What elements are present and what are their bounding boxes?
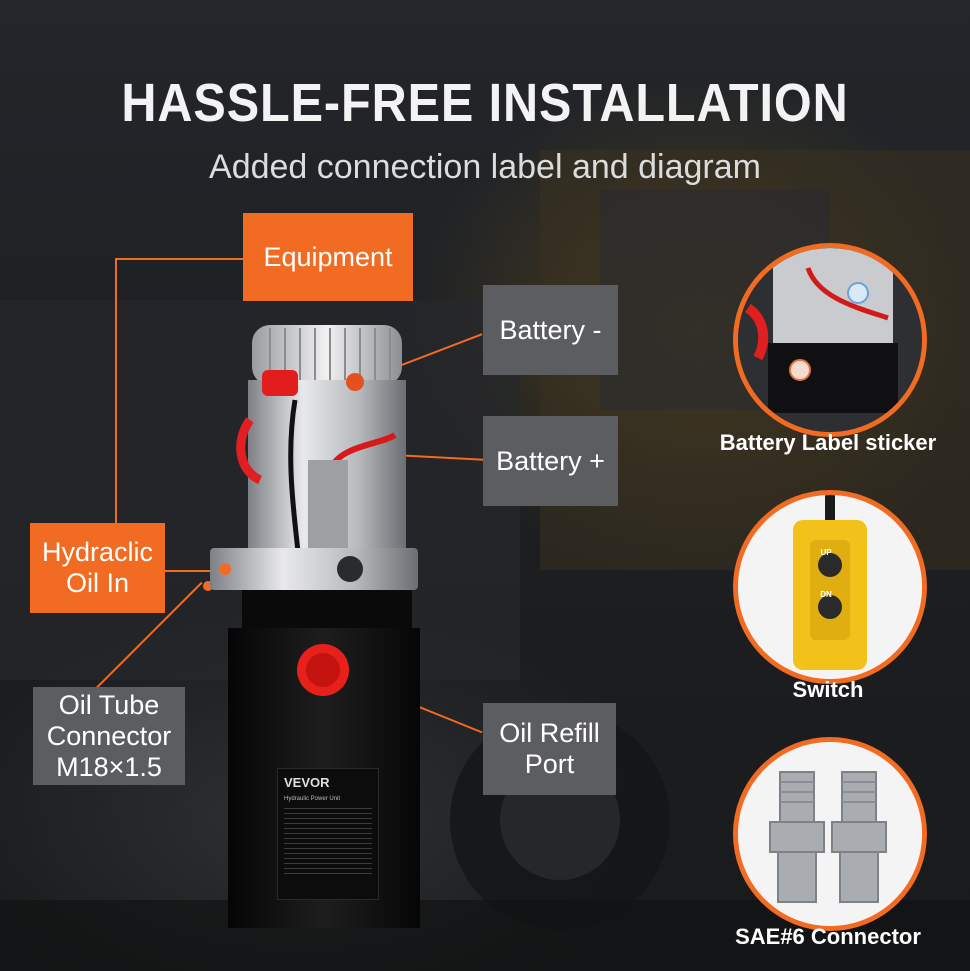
feature-caption-connector: SAE#6 Connector [735, 924, 921, 949]
feature-caption-switch: Switch [792, 677, 864, 702]
feature-connector-image [733, 737, 927, 931]
label-plate-title: Hydraulic Power Unit [284, 796, 341, 802]
feature-battery-label-image [733, 243, 927, 437]
product-label-plate: VEVOR Hydraulic Power Unit [277, 768, 379, 900]
callout-hydraulic-oil-in: Hydraclic Oil In [30, 523, 165, 613]
switch-down-label: DN [820, 590, 832, 599]
equipment-line-v [115, 258, 117, 523]
page-subtitle: Added connection label and diagram [209, 148, 761, 186]
callout-battery-minus: Battery - [483, 285, 618, 375]
feature-caption-battery-label: Battery Label sticker [719, 430, 937, 455]
connector-fittings-icon [738, 742, 922, 926]
battery-label-closeup-icon [738, 248, 922, 432]
up-down-switch-icon [738, 495, 922, 679]
switch-up-label: UP [820, 548, 832, 557]
feature-switch-image [733, 490, 927, 684]
callout-oil-tube-connector: Oil Tube Connector M18×1.5 [33, 687, 185, 785]
page-title: HASSLE-FREE INSTALLATION [121, 73, 849, 133]
callout-equipment: Equipment [243, 213, 413, 301]
callout-oil-refill-port: Oil Refill Port [483, 703, 616, 795]
oiltube-dot [203, 581, 213, 591]
label-plate-fineprint [284, 808, 372, 878]
hydraulic-line [165, 570, 217, 572]
equipment-line-h [115, 258, 243, 260]
callout-battery-plus: Battery + [483, 416, 618, 506]
brand-logo: VEVOR [284, 775, 330, 790]
